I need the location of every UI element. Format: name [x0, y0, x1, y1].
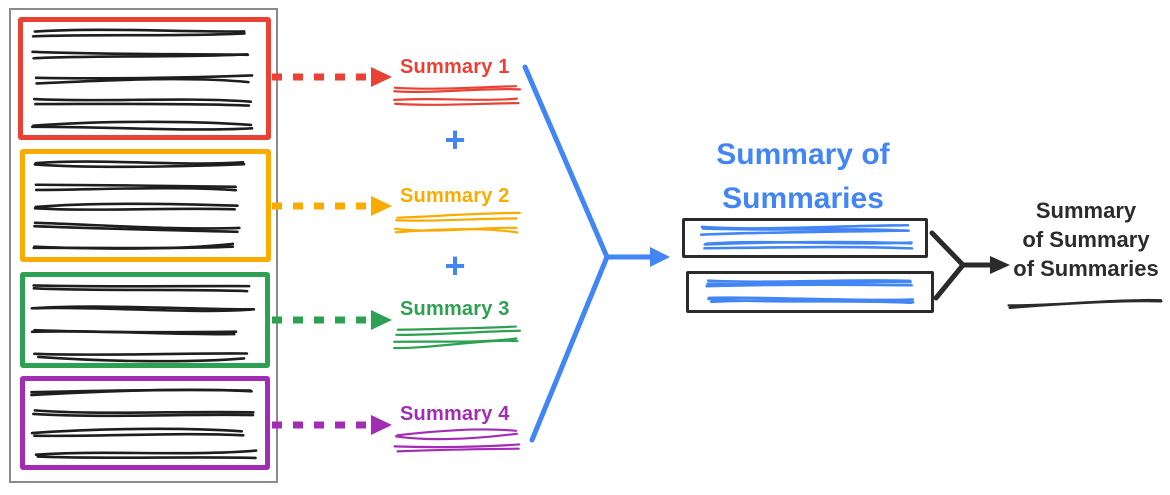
summary-of-summaries-title-line2: Summaries — [722, 182, 884, 215]
final-summary-label-line2: of Summary — [1022, 227, 1150, 252]
summary-2-dashed-arrow — [272, 196, 392, 216]
summary-4-scribble — [393, 428, 521, 453]
summary-3-scribble — [392, 325, 522, 350]
document-section-1 — [18, 17, 271, 140]
summary-3-label: Summary 3 — [400, 298, 510, 320]
summary-2-label: Summary 2 — [400, 185, 510, 207]
document-section-3 — [20, 272, 270, 368]
summary-2-scribble — [394, 211, 521, 234]
document-section-4 — [20, 376, 270, 470]
document-section-2 — [20, 149, 271, 262]
summary-of-summaries-title-line1: Summary of — [716, 138, 890, 171]
merge-arrow-blue — [522, 64, 670, 443]
plus-icon-2: + — [444, 245, 466, 286]
summary-3-dashed-arrow — [272, 310, 392, 330]
summary-of-summaries-box-1 — [682, 218, 928, 258]
final-summary-label-line1: Summary — [1035, 198, 1137, 223]
summary-of-summaries-box-2 — [686, 271, 934, 313]
summary-1-dashed-arrow — [272, 67, 392, 87]
summary-1-label: Summary 1 — [400, 56, 510, 78]
summary-4-label: Summary 4 — [400, 403, 510, 425]
summary-of-summaries-title: Summary of Summaries — [658, 133, 948, 221]
plus-icon-1: + — [444, 119, 466, 160]
summary-1-scribble — [393, 85, 522, 106]
merge-arrow-black — [929, 230, 1010, 301]
final-summary-label: Summary of Summary of Summaries — [1002, 196, 1170, 283]
final-summary-label-line3: of Summaries — [1013, 256, 1159, 281]
final-summary-scribble — [1007, 298, 1163, 310]
summary-4-dashed-arrow — [272, 415, 392, 435]
